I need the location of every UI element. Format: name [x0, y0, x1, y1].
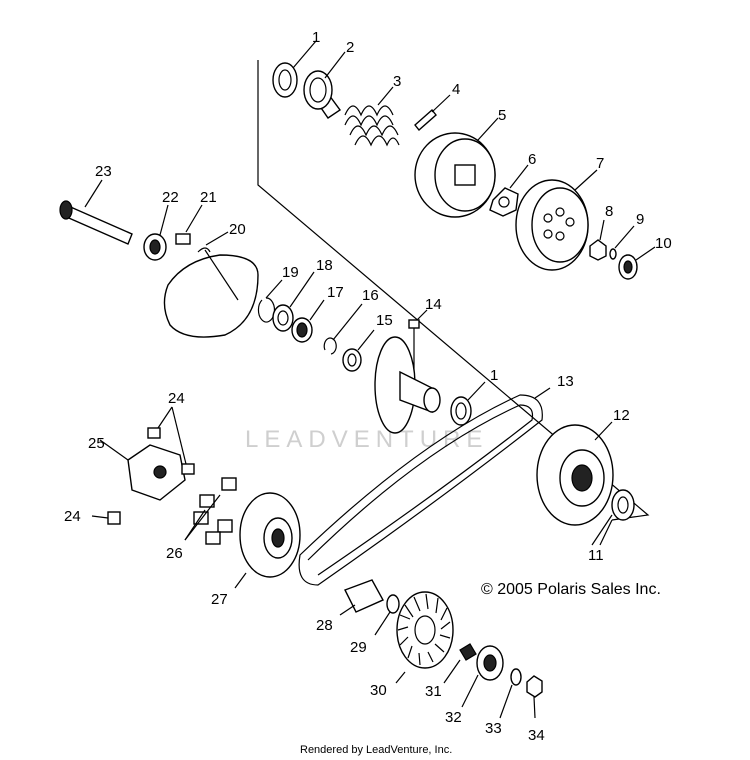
watermark: LEADVENTURE — [245, 426, 488, 453]
callout-11: 11 — [588, 547, 604, 564]
callout-7: 7 — [596, 155, 604, 172]
part-7-clutch-drum — [515, 169, 598, 271]
part-16-clip — [323, 303, 363, 355]
callout-9: 9 — [636, 211, 644, 228]
callout-5: 5 — [498, 107, 506, 124]
part-30-fan — [395, 591, 454, 684]
part-11-washer — [591, 489, 635, 546]
part-25-ramp-plate — [99, 439, 186, 501]
part-20-clip — [197, 231, 229, 253]
part-26-rollers — [184, 477, 237, 545]
part-28-spacer — [339, 579, 384, 616]
callout-27: 27 — [211, 591, 228, 608]
part-17-needle-bearing — [291, 299, 325, 343]
callout-15: 15 — [376, 312, 393, 329]
part-15-collar — [342, 329, 375, 372]
callout-29: 29 — [350, 639, 367, 656]
callout-19: 19 — [282, 264, 299, 281]
part-12-pulley — [536, 421, 614, 526]
part-4-pin — [414, 94, 451, 132]
part-19-snap-ring — [257, 279, 283, 323]
part-34-nut — [526, 675, 543, 719]
part-3-spring — [344, 86, 400, 147]
render-credit: Rendered by LeadVenture, Inc. — [300, 744, 452, 756]
callout-3: 3 — [393, 73, 401, 90]
callout-13: 13 — [557, 373, 574, 390]
callout-2: 2 — [346, 39, 354, 56]
callout-labels: 1 2 3 4 5 6 7 8 9 10 23 22 21 20 19 18 1… — [64, 29, 672, 744]
part-1-seal — [272, 40, 317, 98]
part-29-washer — [374, 594, 400, 636]
cover-gasket — [163, 249, 259, 338]
callout-1: 1 — [312, 29, 320, 46]
callout-8: 8 — [605, 203, 613, 220]
callout-4: 4 — [452, 81, 460, 98]
part-33-washer — [499, 668, 522, 719]
callout-32: 32 — [445, 709, 462, 726]
callout-10: 10 — [655, 235, 672, 252]
part-22-bearing — [143, 204, 169, 261]
copyright-notice: © 2005 Polaris Sales Inc. — [481, 581, 661, 598]
callout-33: 33 — [485, 720, 502, 737]
part-18-bearing — [272, 271, 315, 332]
callout-26: 26 — [166, 545, 183, 562]
callout-34: 34 — [528, 727, 545, 744]
callout-18: 18 — [316, 257, 333, 274]
callout-20: 20 — [229, 221, 246, 238]
callout-23: 23 — [95, 163, 112, 180]
part-9-washer — [609, 225, 635, 260]
callout-28: 28 — [316, 617, 333, 634]
callout-17: 17 — [327, 284, 344, 301]
callout-12: 12 — [613, 407, 630, 424]
part-5-clutch-shoe — [414, 117, 499, 218]
part-13-belt — [298, 387, 551, 586]
callout-6: 6 — [528, 151, 536, 168]
callout-24-bottom: 24 — [64, 508, 81, 525]
part-23-shaft — [59, 179, 133, 245]
part-1-seal-lower — [450, 381, 486, 426]
callout-16: 16 — [362, 287, 379, 304]
callout-30: 30 — [370, 682, 387, 699]
part-10-bearing — [618, 246, 656, 280]
driven-sheave — [374, 336, 441, 434]
part-27-drive-face — [234, 492, 301, 589]
callout-1-lower: 1 — [490, 367, 498, 384]
part-24-slider — [91, 406, 195, 525]
part-31-starter — [443, 643, 477, 684]
callout-24-top: 24 — [168, 390, 185, 407]
callout-21: 21 — [200, 189, 217, 206]
callout-25: 25 — [88, 435, 105, 452]
part-6-nut — [489, 164, 529, 217]
callout-14: 14 — [425, 296, 442, 313]
part-2-bushing — [303, 51, 346, 119]
callout-31: 31 — [425, 683, 442, 700]
part-21-bolt — [175, 204, 203, 245]
part-32-gear — [461, 645, 504, 708]
part-8-nut — [589, 219, 607, 261]
callout-22: 22 — [162, 189, 179, 206]
